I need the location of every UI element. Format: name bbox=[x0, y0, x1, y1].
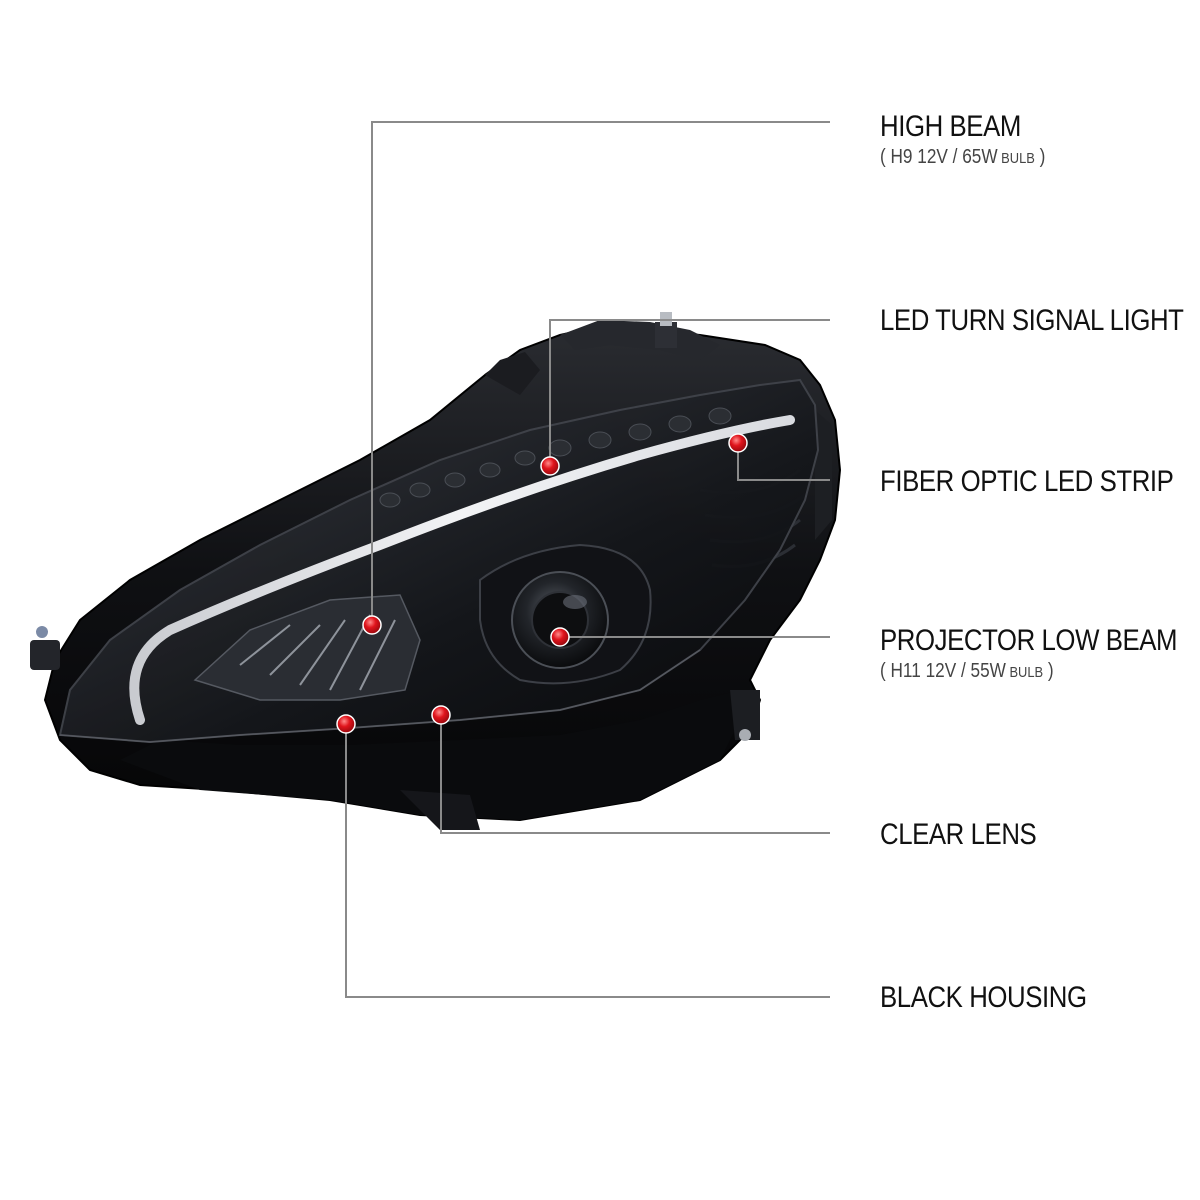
callout-lines bbox=[345, 121, 830, 998]
dot-projector bbox=[550, 627, 570, 647]
label-title: FIBER OPTIC LED STRIP bbox=[880, 465, 1174, 498]
label-title: PROJECTOR LOW BEAM bbox=[880, 624, 1178, 657]
label-title: LED TURN SIGNAL LIGHT bbox=[880, 304, 1184, 337]
label-detail: ( H11 12V / 55W BULB ) bbox=[880, 660, 1054, 682]
label-title: CLEAR LENS bbox=[880, 818, 1037, 851]
label-fiber-optic: FIBER OPTIC LED STRIP bbox=[880, 465, 1200, 499]
label-detail: ( H9 12V / 65W BULB ) bbox=[880, 146, 1046, 168]
led-turn-signal-row bbox=[379, 407, 732, 508]
label-clear-lens: CLEAR LENS bbox=[880, 818, 1062, 852]
dot-high-beam bbox=[362, 615, 382, 635]
label-title: HIGH BEAM bbox=[880, 110, 1021, 143]
label-high-beam: HIGH BEAM ( H9 12V / 65W BULB ) bbox=[880, 110, 1072, 169]
label-projector-low-beam: PROJECTOR LOW BEAM ( H11 12V / 55W BULB … bbox=[880, 624, 1200, 683]
label-black-housing: BLACK HOUSING bbox=[880, 981, 1120, 1015]
dot-black-housing bbox=[336, 714, 356, 734]
dot-clear-lens bbox=[431, 705, 451, 725]
projector-module bbox=[479, 543, 652, 685]
label-title: BLACK HOUSING bbox=[880, 981, 1087, 1014]
label-led-turn-signal: LED TURN SIGNAL LIGHT bbox=[880, 304, 1200, 338]
dot-led-turn-signal bbox=[540, 456, 560, 476]
callout-dots bbox=[336, 433, 748, 734]
fiber-optic-strip-shape bbox=[129, 415, 795, 725]
dot-fiber-optic bbox=[728, 433, 748, 453]
